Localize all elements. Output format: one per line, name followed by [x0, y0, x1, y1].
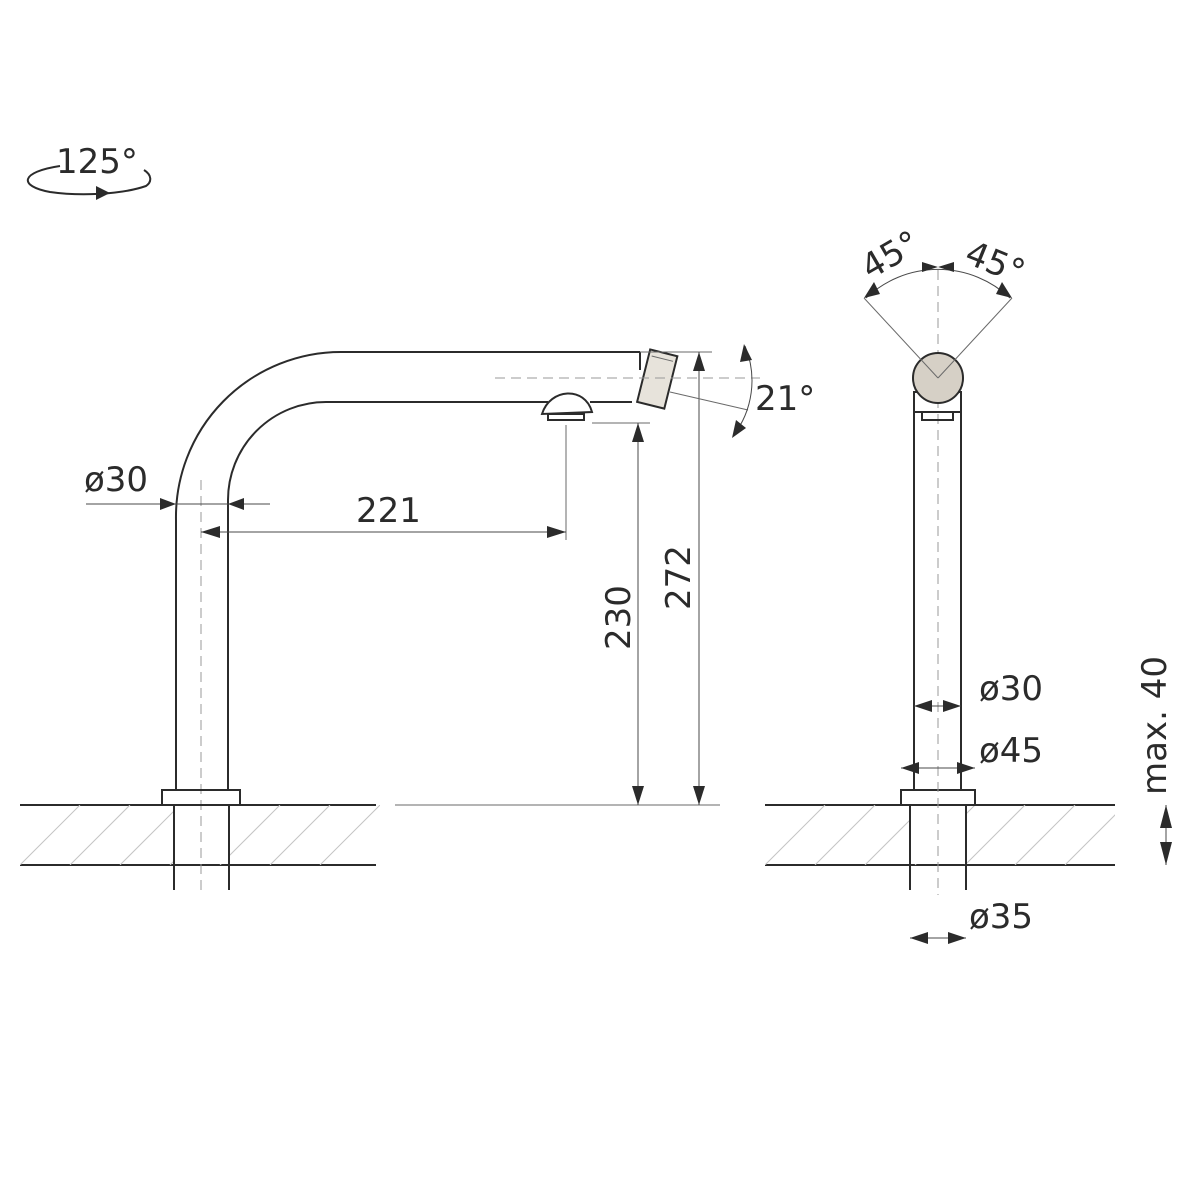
- swivel-left-label: 45°: [855, 223, 927, 288]
- rotation-arrow-icon: [27, 165, 152, 196]
- spout-inner-edge: [227, 401, 548, 790]
- rotation-indicator: 125°: [27, 142, 152, 200]
- rotation-angle-label: 125°: [56, 142, 138, 182]
- tilt-angle-label: 21°: [755, 379, 815, 419]
- front-view: 45° 45° ø30 ø45 ø35 max. 40: [765, 223, 1175, 944]
- total-height-label: 272: [659, 545, 699, 610]
- spray-head: [635, 348, 679, 410]
- front-pipe-diameter-label: ø30: [979, 669, 1043, 709]
- outlet-height-label: 230: [599, 585, 639, 650]
- swivel-right-label: 45°: [960, 233, 1031, 293]
- side-view: ø30 221 230 272 21°: [20, 344, 815, 895]
- rotation-arrowhead-icon: [96, 186, 110, 200]
- side-diameter-label: ø30: [84, 460, 148, 500]
- max-thickness-label: max. 40: [1135, 656, 1175, 795]
- front-base-diameter-label: ø45: [979, 731, 1043, 771]
- countertop-surface-right: [765, 804, 1115, 866]
- shank-diameter-label: ø35: [969, 897, 1033, 937]
- aerator-outlet: [540, 392, 594, 416]
- countertop-surface-left: [20, 804, 720, 866]
- base-rosette: [161, 789, 241, 806]
- spout-outer-edge: [174, 351, 640, 790]
- reach-label: 221: [356, 491, 421, 531]
